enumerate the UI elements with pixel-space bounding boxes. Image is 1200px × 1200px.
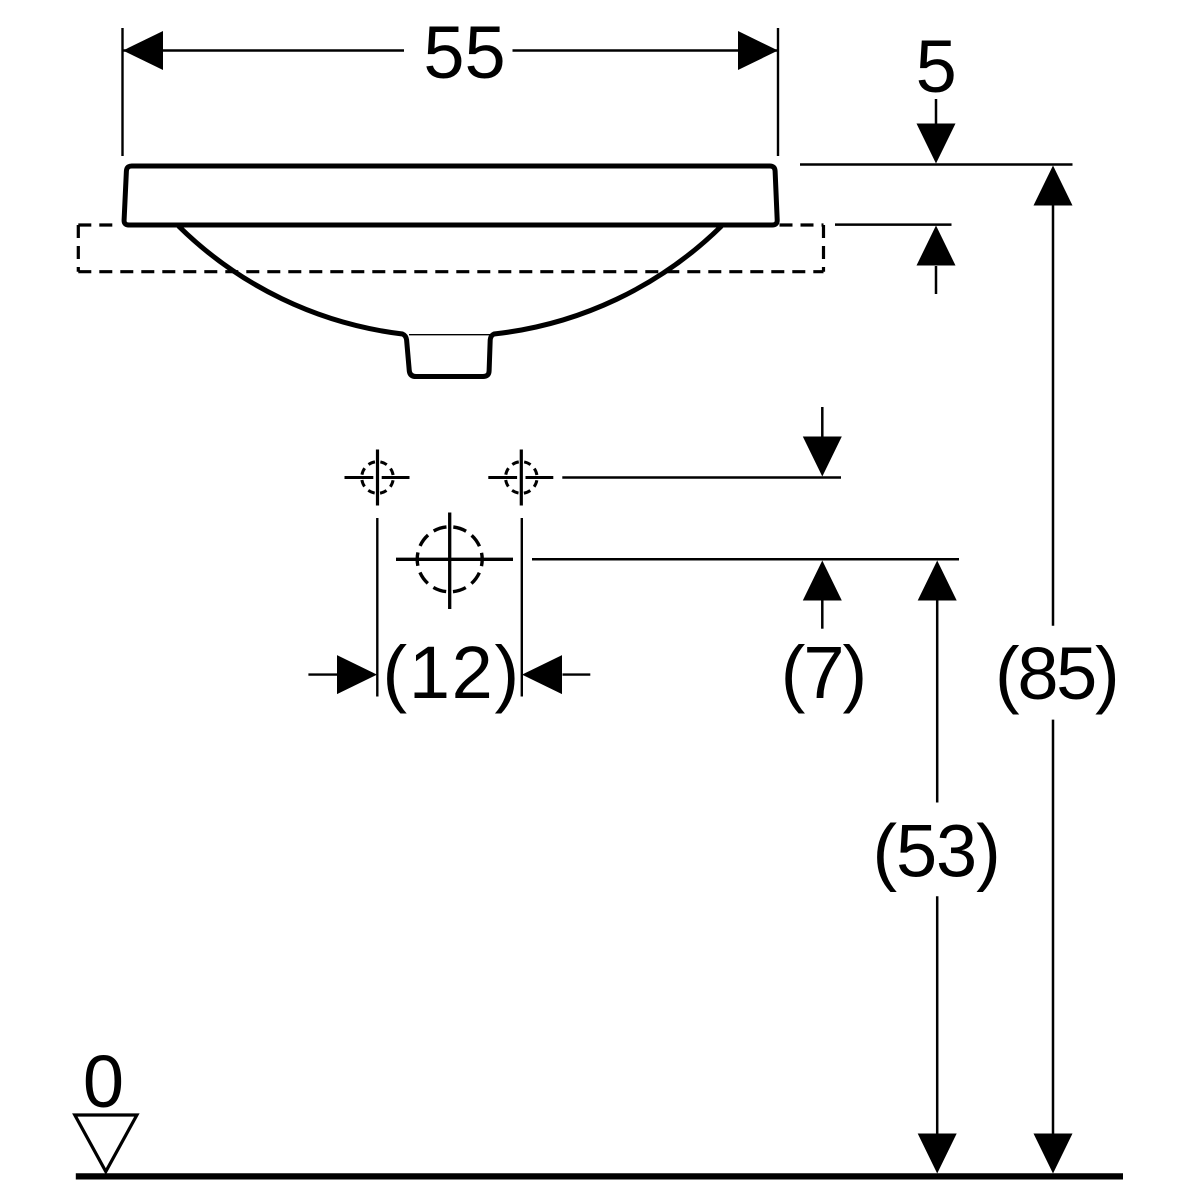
svg-text:55: 55: [423, 11, 505, 94]
svg-text:(7): (7): [781, 631, 867, 714]
svg-text:(53): (53): [872, 810, 1000, 893]
svg-text:(12): (12): [383, 631, 520, 714]
svg-text:5: 5: [916, 25, 957, 108]
svg-text:(85): (85): [995, 632, 1120, 715]
svg-text:0: 0: [83, 1040, 124, 1123]
